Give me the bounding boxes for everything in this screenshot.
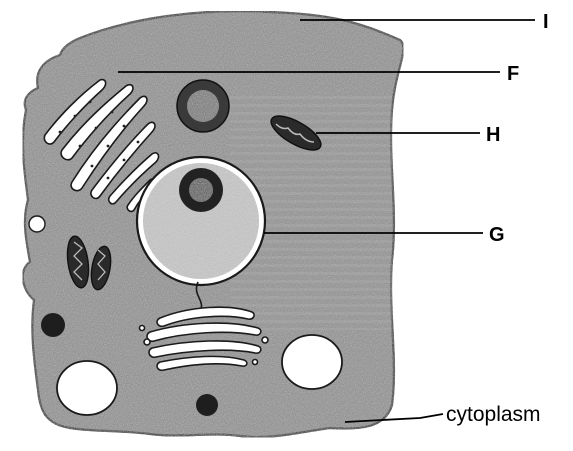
label-cytoplasm: cytoplasm: [446, 403, 541, 426]
lysosome-left: [41, 313, 65, 337]
label-i: I: [543, 11, 549, 33]
lysosome-bottom: [196, 394, 218, 416]
centrosome: [177, 80, 229, 132]
label-g: G: [489, 224, 505, 246]
vacuole-lower-right: [282, 335, 342, 389]
vacuole-small-left: [29, 216, 45, 232]
vacuole-lower-left: [57, 361, 117, 415]
label-f: F: [507, 63, 519, 85]
label-h: H: [486, 124, 500, 146]
nucleus: [137, 157, 265, 285]
